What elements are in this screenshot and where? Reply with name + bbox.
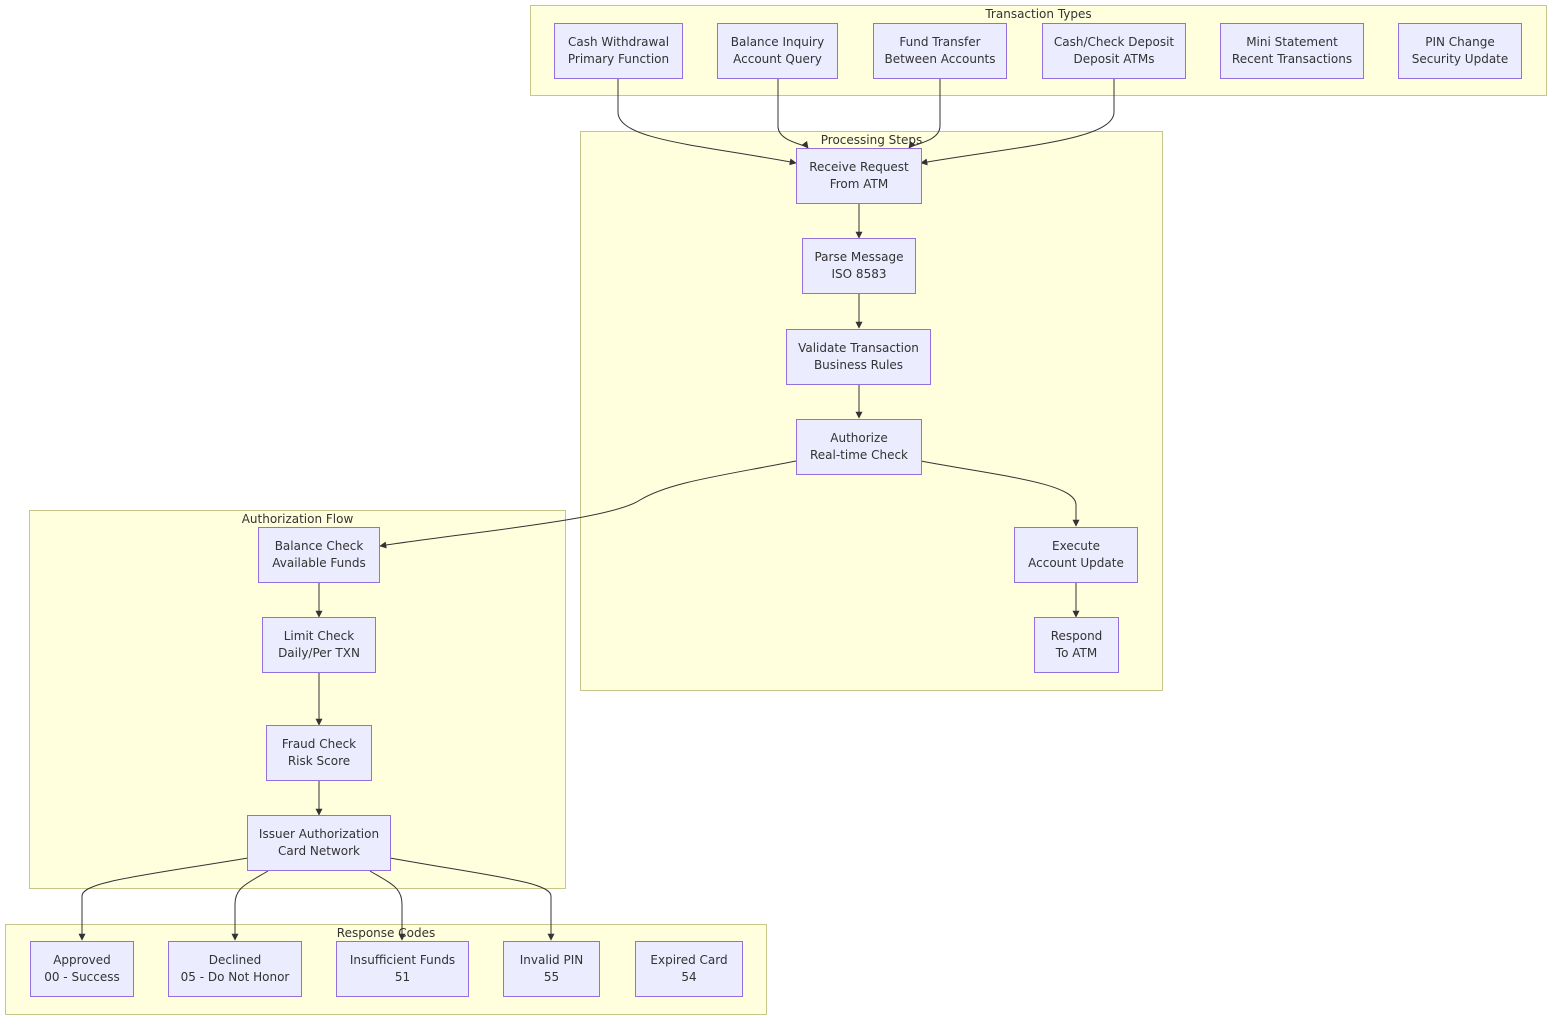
node-authorize: Authorize Real-time Check [796, 419, 922, 475]
node-sublabel: Recent Transactions [1231, 52, 1353, 66]
edge-cash-withdrawal-to-receive-request [617, 79, 797, 166]
node-cash-check-deposit: Cash/Check Deposit Deposit ATMs [1042, 23, 1186, 79]
node-expired-card: Expired Card 54 [635, 941, 743, 997]
node-cash-withdrawal: Cash Withdrawal Primary Function [554, 23, 683, 79]
node-approved: Approved 00 - Success [30, 941, 134, 997]
node-balance-check: Balance Check Available Funds [258, 527, 380, 583]
node-label: Declined [208, 953, 262, 967]
node-declined: Declined 05 - Do Not Honor [168, 941, 302, 997]
node-issuer-authorization: Issuer Authorization Card Network [247, 815, 391, 871]
node-sublabel: Daily/Per TXN [278, 646, 360, 660]
cluster-title-response-codes: Response Codes [336, 926, 436, 940]
cluster-title-authorization-flow: Authorization Flow [241, 512, 354, 526]
edge-fund-transfer-to-receive-request [908, 79, 941, 149]
edge-issuer-to-insufficient-funds [369, 870, 406, 941]
edge-issuer-to-invalid-pin [389, 857, 555, 941]
node-respond: Respond To ATM [1034, 617, 1119, 673]
node-sublabel: Account Query [733, 52, 822, 66]
node-label: Insufficient Funds [349, 953, 456, 967]
node-insufficient-funds: Insufficient Funds 51 [336, 941, 469, 997]
node-label: Balance Check [274, 539, 364, 553]
node-sublabel: 54 [681, 970, 697, 984]
node-sublabel: Available Funds [272, 556, 366, 570]
node-pin-change: PIN Change Security Update [1398, 23, 1522, 79]
cluster-title-processing-steps: Processing Steps [820, 133, 923, 147]
node-label: Execute [1052, 539, 1100, 553]
node-limit-check: Limit Check Daily/Per TXN [262, 617, 376, 673]
node-sublabel: Security Update [1411, 52, 1509, 66]
node-parse-message: Parse Message ISO 8583 [802, 238, 916, 294]
node-fund-transfer: Fund Transfer Between Accounts [873, 23, 1007, 79]
node-label: Cash Withdrawal [567, 35, 670, 49]
node-label: Parse Message [814, 250, 904, 264]
node-label: Expired Card [650, 953, 728, 967]
node-receive-request: Receive Request From ATM [796, 148, 922, 204]
node-sublabel: Deposit ATMs [1073, 52, 1155, 66]
edge-balance-inquiry-to-receive-request [777, 79, 809, 149]
node-label: Receive Request [809, 160, 909, 174]
edge-issuer-to-declined [231, 870, 269, 941]
node-sublabel: 00 - Success [44, 970, 120, 984]
node-sublabel: Between Accounts [884, 52, 996, 66]
node-label: Mini Statement [1246, 35, 1338, 49]
node-sublabel: Card Network [278, 844, 360, 858]
edge-authorize-to-balance-check [379, 460, 797, 549]
node-sublabel: Real-time Check [809, 448, 909, 462]
node-sublabel: 55 [543, 970, 560, 984]
node-fraud-check: Fraud Check Risk Score [266, 725, 372, 781]
node-sublabel: 05 - Do Not Honor [180, 970, 290, 984]
node-balance-inquiry: Balance Inquiry Account Query [717, 23, 838, 79]
node-sublabel: 51 [394, 970, 411, 984]
node-sublabel: From ATM [829, 177, 889, 191]
node-label: Limit Check [283, 629, 355, 643]
node-execute: Execute Account Update [1014, 527, 1138, 583]
cluster-transaction-types: Transaction Types [530, 5, 1547, 96]
node-label: Fund Transfer [899, 35, 981, 49]
node-label: Approved [53, 953, 111, 967]
node-mini-statement: Mini Statement Recent Transactions [1220, 23, 1364, 79]
cluster-processing-steps: Processing Steps [580, 131, 1163, 691]
node-sublabel: Risk Score [287, 754, 351, 768]
edge-cash-check-deposit-to-receive-request [920, 79, 1115, 166]
node-label: Fraud Check [281, 737, 357, 751]
node-label: Issuer Authorization [258, 827, 380, 841]
node-invalid-pin: Invalid PIN 55 [503, 941, 600, 997]
node-sublabel: ISO 8583 [831, 267, 887, 281]
node-sublabel: Account Update [1028, 556, 1124, 570]
node-label: Validate Transaction [798, 341, 919, 355]
node-label: Balance Inquiry [730, 35, 825, 49]
edge-authorize-to-execute [920, 460, 1080, 527]
edge-issuer-to-approved [78, 857, 249, 941]
node-sublabel: Primary Function [567, 52, 670, 66]
node-label: PIN Change [1425, 35, 1495, 49]
node-label: Authorize [830, 431, 888, 445]
cluster-title-transaction-types: Transaction Types [985, 7, 1092, 21]
node-label: Invalid PIN [519, 953, 584, 967]
node-validate-transaction: Validate Transaction Business Rules [786, 329, 931, 385]
node-sublabel: To ATM [1055, 646, 1098, 660]
node-sublabel: Business Rules [813, 358, 904, 372]
node-label: Respond [1050, 629, 1103, 643]
node-label: Cash/Check Deposit [1053, 35, 1175, 49]
